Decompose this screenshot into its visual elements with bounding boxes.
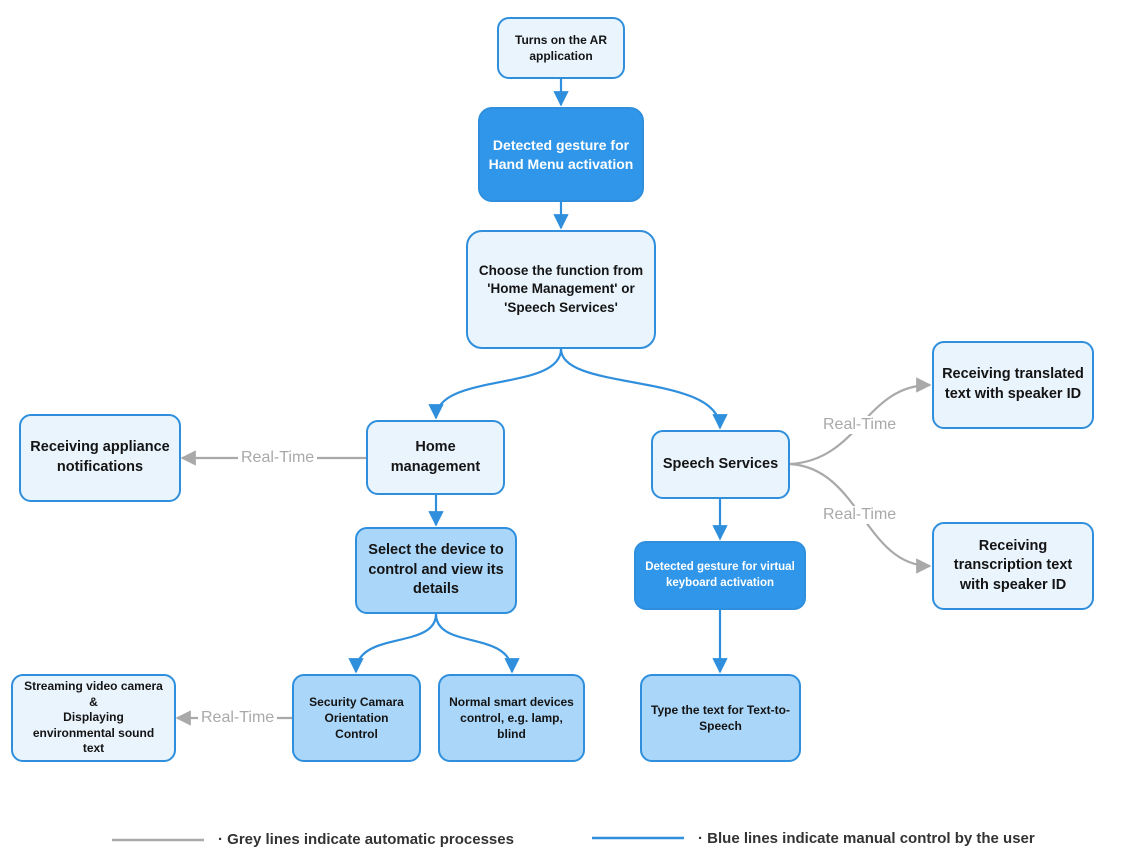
node-select-device: Select the device to control and view it… — [355, 527, 517, 614]
node-label: Detected gesture for Hand Menu activatio… — [488, 136, 634, 172]
realtime-label-transcription: Real-Time — [820, 506, 900, 524]
node-label: Normal smart devices control, e.g. lamp,… — [449, 694, 574, 742]
node-label: Security Camara Orientation Control — [309, 694, 404, 742]
node-label: Turns on the AR application — [515, 32, 607, 63]
node-type-text: Type the text for Text-to-Speech — [640, 674, 801, 762]
node-label: Receiving translated text with speaker I… — [942, 366, 1084, 402]
realtime-label-appliance: Real-Time — [238, 449, 318, 467]
node-appliance-notifications: Receiving appliance notifications — [19, 414, 181, 502]
edge-select-to-normal — [434, 613, 520, 674]
realtime-label-translated: Real-Time — [820, 416, 900, 434]
edge-select-to-security — [348, 613, 438, 674]
node-label: Type the text for Text-to-Speech — [651, 702, 790, 733]
node-streaming-video: Streaming video camera & Displaying envi… — [11, 674, 176, 762]
node-label: Speech Services — [662, 455, 779, 472]
node-label: Streaming video camera & Displaying envi… — [24, 679, 163, 756]
node-home-management: Home management — [366, 420, 505, 495]
node-security-camera-control: Security Camara Orientation Control — [292, 674, 421, 762]
node-keyboard-gesture: Detected gesture for virtual keyboard ac… — [634, 541, 806, 610]
edge-choose-to-home — [428, 348, 563, 420]
realtime-label-streaming: Real-Time — [198, 709, 278, 727]
node-label: Detected gesture for virtual keyboard ac… — [645, 560, 795, 589]
node-label: Receiving transcription text with speake… — [953, 537, 1073, 593]
edge-choose-to-speech — [559, 348, 728, 430]
legend-blue-text: · Blue lines indicate manual control by … — [698, 830, 1035, 847]
node-transcription-text: Receiving transcription text with speake… — [932, 522, 1094, 610]
node-speech-services: Speech Services — [651, 430, 790, 499]
node-hand-menu-gesture: Detected gesture for Hand Menu activatio… — [478, 107, 644, 202]
node-translated-text: Receiving translated text with speaker I… — [932, 341, 1094, 429]
node-label: Select the device to control and view it… — [368, 542, 504, 598]
node-normal-smart-devices: Normal smart devices control, e.g. lamp,… — [438, 674, 585, 762]
node-turn-on-ar-app: Turns on the AR application — [497, 17, 625, 79]
node-label: Receiving appliance notifications — [30, 439, 170, 475]
legend-grey-text: · Grey lines indicate automatic processe… — [218, 831, 514, 848]
node-label: Home management — [390, 438, 481, 475]
node-choose-function: Choose the function from 'Home Managemen… — [466, 230, 656, 349]
node-label: Choose the function from 'Home Managemen… — [478, 263, 644, 315]
